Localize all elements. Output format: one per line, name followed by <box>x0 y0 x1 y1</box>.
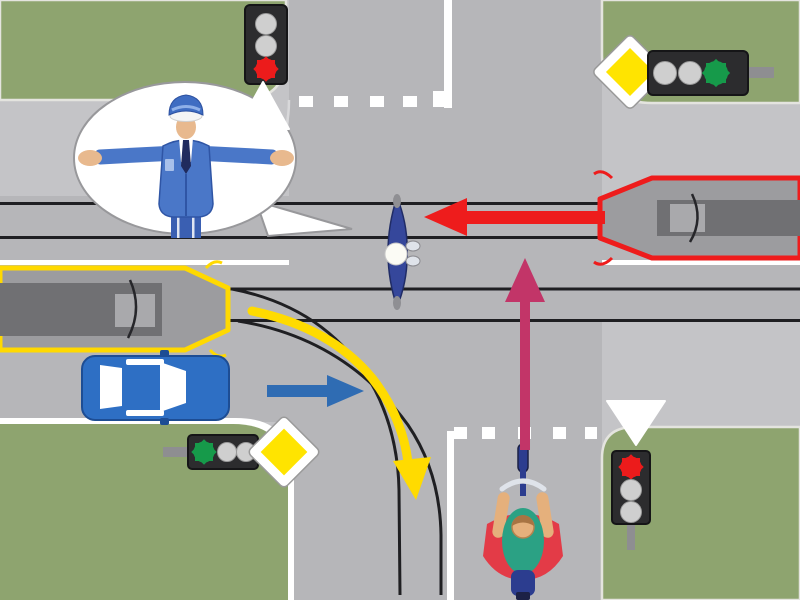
stop-dash <box>370 96 384 107</box>
arrow-magenta-north <box>505 258 545 450</box>
arrow-red-west <box>424 198 605 236</box>
trouser-stripe <box>192 217 195 238</box>
car-mirror <box>160 350 169 357</box>
arm-left <box>94 146 169 165</box>
trolley-pole-icon <box>593 256 614 266</box>
hand-left <box>78 150 102 166</box>
tram-right-red <box>593 170 800 266</box>
trouser-stripe <box>177 217 180 238</box>
center-line-east <box>602 260 800 265</box>
rail-curve-outer <box>237 319 443 595</box>
sign-center <box>605 47 655 97</box>
stop-dash <box>334 96 348 107</box>
lane-divider-north <box>444 0 452 108</box>
traffic-light-top-right <box>647 50 774 96</box>
tram-roof-line <box>126 279 138 339</box>
trolley-pole-icon <box>204 260 223 270</box>
sign-center <box>260 428 308 476</box>
arrow-blue-east <box>267 375 364 407</box>
grass-northwest <box>0 0 288 102</box>
stop-dash <box>454 427 467 439</box>
car-side-window <box>126 359 164 365</box>
car-blue <box>81 350 230 425</box>
traffic-light-bottom-right <box>611 450 651 550</box>
warning-triangle-sign <box>236 81 290 130</box>
cyclist-forearm-left <box>492 492 510 538</box>
cap-band <box>171 105 201 112</box>
stop-dash <box>553 427 566 439</box>
cyclist-hips <box>511 570 535 596</box>
cyclist-forearm-right <box>536 492 554 538</box>
traffic-controller-bubble <box>73 81 353 238</box>
lamp-off <box>620 479 642 501</box>
cyclist-hair <box>512 515 534 526</box>
arm-right <box>203 146 278 165</box>
stop-dash <box>403 96 417 107</box>
sign-center <box>250 97 276 121</box>
trolley-pole-icon <box>593 170 614 180</box>
stop-dash <box>433 91 444 107</box>
traffic-light-pole <box>748 67 774 78</box>
car-mirror <box>160 418 169 425</box>
lamp-lens <box>620 456 642 478</box>
bicycle-handlebar <box>499 478 547 492</box>
lamp-off <box>255 13 277 35</box>
yield-sign-bottom-right <box>606 400 666 446</box>
arrow-yellow-curve <box>247 306 413 467</box>
stop-dash <box>482 427 495 439</box>
tram-roof-line <box>688 193 699 243</box>
rider-hand <box>405 255 421 267</box>
cyclist-shoe <box>516 592 530 600</box>
tie <box>181 140 191 174</box>
cyclist <box>483 443 563 600</box>
motorcyclist <box>384 194 421 310</box>
stop-dash <box>585 427 597 439</box>
rider-helmet <box>384 242 408 266</box>
lamp-red-lit <box>618 454 644 480</box>
sign-center <box>617 407 655 434</box>
lamp-lens <box>255 58 277 80</box>
lamp-off <box>255 35 277 57</box>
tram-left-yellow <box>0 260 231 358</box>
motorcycle-wheel-front <box>393 194 401 208</box>
lamp-lens <box>193 441 215 463</box>
stop-dash <box>299 96 313 107</box>
car-windshield <box>160 362 186 412</box>
stop-line-north <box>299 91 444 107</box>
lamp-off <box>678 61 702 85</box>
rider-hand <box>405 240 421 252</box>
trousers <box>171 217 201 238</box>
lamp-lens <box>704 61 728 85</box>
traffic-light-top-left <box>244 4 288 85</box>
bubble-tail <box>254 199 353 238</box>
priority-sign-bottom-left <box>248 416 320 488</box>
lamp-green-lit <box>191 439 217 465</box>
motorcycle-wheel-rear <box>393 296 401 310</box>
lamp-off <box>620 501 642 523</box>
traffic-light-pole <box>163 447 189 457</box>
lamp-off <box>653 61 677 85</box>
tram-roof-hatch <box>670 204 705 232</box>
sidewalk-northeast <box>602 103 800 178</box>
lane-divider-south <box>447 431 454 600</box>
traffic-controller <box>78 94 294 238</box>
traffic-light-pole <box>627 524 635 550</box>
lamp-green-lit <box>701 58 731 88</box>
lamp-off <box>217 442 237 462</box>
direction-arrows <box>247 198 605 500</box>
hand-right <box>270 150 294 166</box>
traffic-light-bottom-left <box>163 434 259 470</box>
car-side-window <box>126 410 164 416</box>
car-rear-window <box>100 365 122 409</box>
lamp-red-lit <box>253 56 279 82</box>
arrow-yellow-head <box>393 457 431 500</box>
badge <box>165 159 174 171</box>
center-line-west <box>0 260 289 265</box>
